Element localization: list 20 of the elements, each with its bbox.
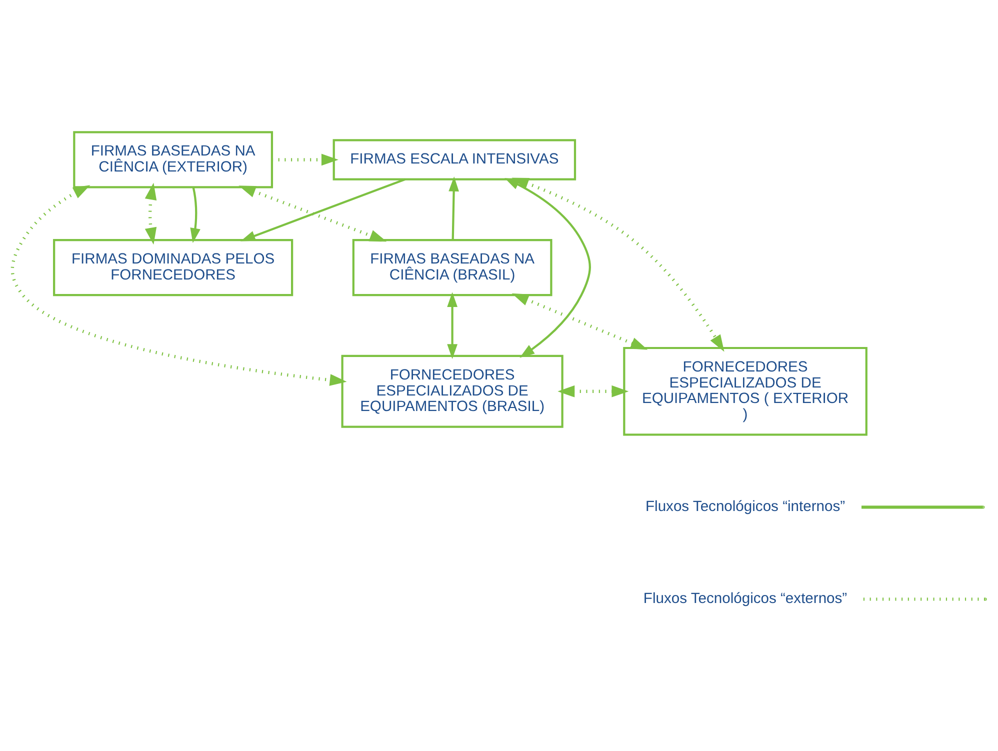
arrow — [512, 293, 648, 350]
arrow — [558, 385, 629, 398]
node-box: FIRMAS DOMINADAS PELOS FORNECEDORES — [53, 239, 294, 296]
node-box: FORNECEDORES ESPECIALIZADOS DE EQUIPAMENTOS (BRASIL) — [341, 354, 564, 428]
arrow — [240, 178, 406, 242]
node-box: FIRMAS BASEADAS NA CIÊNCIA (EXTERIOR) — [73, 131, 274, 188]
arrow — [272, 154, 338, 166]
node-box: FIRMAS BASEADAS NA CIÊNCIA (BRASIL) — [352, 239, 552, 296]
arrow — [504, 178, 591, 358]
arrow — [144, 182, 157, 245]
node-box: FIRMAS ESCALA INTENSIVAS — [332, 139, 576, 180]
legend-label: Fluxos Tecnológicos “internos” — [645, 499, 846, 516]
arrow — [448, 176, 459, 240]
arrow — [190, 187, 200, 244]
node-box: FORNECEDORES ESPECIALIZADOS DE EQUIPAMENTOS ( EXTERIOR ) — [623, 346, 868, 436]
arrow — [10, 185, 347, 386]
legend-label: Fluxos Tecnológicos “externos” — [643, 591, 848, 608]
arrow — [238, 186, 387, 242]
arrow — [447, 292, 458, 360]
arrow — [512, 178, 724, 352]
